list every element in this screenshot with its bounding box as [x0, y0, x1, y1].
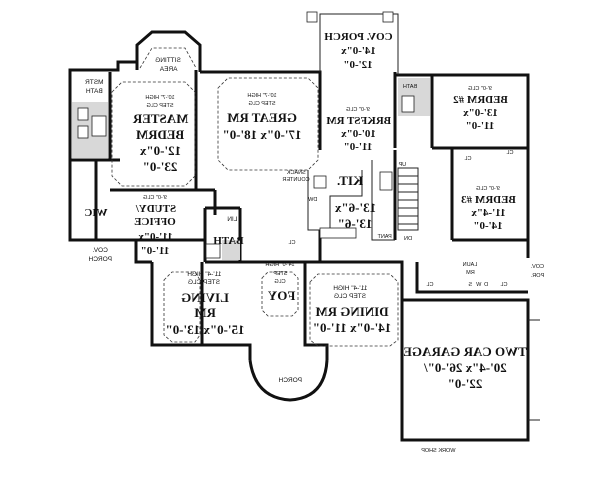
laun-label-2: RM: [466, 270, 475, 276]
wic-label: WIC: [84, 207, 107, 219]
cov-porch-left-label: COV.: [92, 247, 107, 254]
closet-label-c: CL: [288, 240, 295, 246]
sitting-area-label: SITTING: [155, 57, 181, 64]
study-dim-1: 11'-0"x: [138, 231, 173, 243]
master-dim-1: 12'-0"x: [139, 143, 181, 158]
snack-label: SNACK: [287, 170, 306, 176]
bedrm2-ceiling: 9'-0" CLG: [468, 86, 492, 92]
living-dim: 15'-0"x 13'-0": [165, 322, 244, 337]
brkfst-name: BRKFST RM: [326, 115, 392, 127]
great-ceiling-2: STEP CLG: [248, 101, 275, 107]
living-ceiling-2: STEP CLG: [188, 279, 220, 286]
bedrm3-dim2: 14'-0": [473, 220, 502, 232]
up-label: UP: [398, 162, 406, 168]
garage-doors: [528, 319, 540, 421]
sitting-area-label-2: AREA: [159, 66, 177, 73]
bedrm3-name: BEDRM #3: [461, 194, 516, 206]
dining-name: DINING RM: [315, 304, 388, 319]
closet-label-a: CL: [506, 150, 513, 156]
cov-por-right-label: COV.: [531, 264, 544, 270]
mstr-bath-label: MSTR: [85, 79, 104, 86]
kit-name: KIT.: [337, 173, 363, 188]
foyer-name: FOY: [267, 288, 295, 303]
study-ceiling: 9'-0" CLG: [143, 195, 167, 201]
kitchen-counters: [307, 160, 395, 241]
living-ceiling-1: 11'-4" HIGH: [187, 271, 221, 278]
cov-porch-top-label: COV. PORCH: [324, 31, 393, 43]
cov-porch-top-dim2: 12'-0": [343, 59, 372, 71]
closet-label-b: CL: [464, 156, 471, 162]
cov-porch-left-label-2: PORCH: [88, 256, 112, 263]
dryer-label: D: [484, 282, 488, 288]
bedrm2-dim1: 13'-0"x: [463, 107, 498, 119]
porch-label: PORCH: [278, 377, 302, 384]
laun-label: LAUN: [463, 262, 478, 268]
study-name-1: STUDY/: [135, 203, 176, 215]
study-name-2: OFFICE: [134, 216, 176, 228]
master-ceiling-2: STEP CLG: [146, 103, 173, 109]
master-name-2: BEDRM: [136, 127, 184, 142]
pantry-label: PANT: [377, 234, 392, 240]
down-label: DN: [404, 236, 412, 242]
garage-dim1: 20'-4"x 26'-0"/: [424, 360, 507, 375]
living-name-2: RM: [194, 305, 216, 320]
small-annotations: BATH CL CL CL CL CL DW DN UP PANT S W D: [288, 84, 513, 288]
room-labels: COV. PORCH 14'-0"x 12'-0" SITTING AREA M…: [84, 31, 544, 454]
washer-label: W: [475, 282, 481, 288]
linen-label: LIN: [227, 216, 237, 223]
brkfst-dim1: 10'-0"x: [341, 128, 376, 140]
work-shop-label: WORK SHOP: [421, 448, 456, 454]
brkfst-dim2: 11'-0": [344, 141, 373, 153]
mstr-bath-label-2: BATH: [86, 88, 103, 95]
bedrm3-ceiling: 9'-0" CLG: [476, 186, 500, 192]
bedrm2-name: BEDRM #2: [453, 94, 508, 106]
great-ceiling-1: 10'-7" HIGH: [247, 93, 276, 99]
master-name-1: MASTER: [132, 111, 188, 126]
kit-dim2: 13'-6": [338, 216, 373, 231]
garage-dim2: 22'-0": [448, 376, 483, 391]
study-dim-2: 11'-0": [141, 245, 170, 257]
bedrm3-dim1: 11'-4"x: [471, 207, 506, 219]
dishwasher-label: DW: [307, 197, 317, 203]
great-name: GREAT RM: [227, 110, 297, 125]
kit-dim1: 13'-6"x: [334, 200, 376, 215]
foyer-ceiling-1: 14'-0" HIGH: [265, 262, 294, 268]
bedrm2-dim2: 11'-0": [466, 120, 495, 132]
sitting-area-outline: [139, 47, 197, 69]
bath-top-label: BATH: [403, 84, 417, 90]
foyer-ceiling-2: STEP: [273, 271, 288, 277]
step-ceiling-outlines: [111, 77, 399, 347]
bath-label: BATH: [213, 235, 244, 247]
cov-porch-top-outline: [306, 11, 399, 75]
dining-ceiling-2: STEP CLG: [334, 293, 366, 300]
snack-label-2: COUNTER: [282, 177, 309, 183]
stairs: [397, 167, 419, 231]
dining-ceiling-1: 11'-4" HIGH: [333, 285, 367, 292]
dining-dim: 14'-0"x 11'-0": [313, 320, 391, 335]
foyer-ceiling-3: CLG: [274, 279, 285, 285]
sink-label: S: [468, 282, 472, 288]
living-name-1: LIVING: [181, 290, 229, 305]
cov-por-right-label-2: POR.: [530, 273, 544, 279]
closet-label-d: CL: [426, 282, 433, 288]
brkfst-ceiling: 9'-0" CLG: [346, 107, 370, 113]
cov-porch-top-dim1: 14'-0"x: [341, 45, 376, 57]
bath-fixtures: [72, 78, 430, 260]
garage-name: TWO CAR GARAGE: [403, 344, 527, 359]
closet-label-e: CL: [500, 282, 507, 288]
master-ceiling-1: 10'-7" HIGH: [145, 95, 174, 101]
master-dim-2: 23'-0": [143, 159, 178, 174]
great-dim: 17'-0"x 18'-0": [222, 127, 301, 142]
interior-walls: [70, 70, 528, 345]
